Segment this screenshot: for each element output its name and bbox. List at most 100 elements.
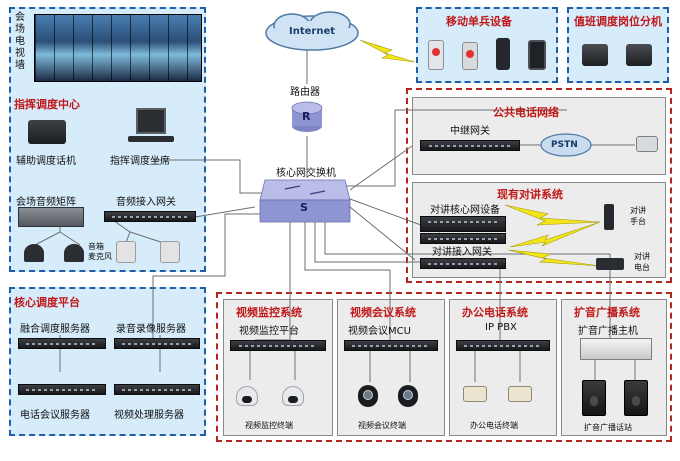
switch-console-line bbox=[153, 159, 263, 194]
switch-core-platform-line bbox=[152, 213, 263, 340]
conference-camera-icon-1 bbox=[358, 385, 378, 407]
video-surveillance-title: 视频监控系统 bbox=[236, 306, 302, 319]
switch-pstn-line bbox=[349, 145, 413, 191]
console-monitor-icon bbox=[136, 108, 166, 134]
core-platform-panel bbox=[9, 287, 206, 436]
aux-phone-label: 辅助调度话机 bbox=[16, 156, 76, 167]
core-switch-label: 核心网交换机 bbox=[276, 168, 336, 179]
office-phone-terminal-label: 办公电话终端 bbox=[470, 421, 518, 430]
console-label: 指挥调度坐席 bbox=[110, 156, 170, 167]
handheld-radio-icon bbox=[604, 204, 614, 230]
video-surveillance-platform-device bbox=[230, 340, 326, 351]
pstn-title: 公共电话网络 bbox=[493, 106, 559, 119]
phone-conference-server bbox=[18, 384, 106, 395]
smartphone-icon bbox=[528, 40, 546, 70]
audio-gateway-label: 音频接入网关 bbox=[116, 197, 176, 208]
ip-phone-icon-2 bbox=[626, 44, 652, 66]
video-conference-mcu-label: 视频会议MCU bbox=[348, 326, 411, 337]
microphone-icon-2 bbox=[64, 244, 84, 262]
broadcast-terminal-label: 扩音广播话站 bbox=[584, 423, 632, 432]
office-phone-title: 办公电话系统 bbox=[462, 306, 528, 319]
speaker-icon-2 bbox=[160, 241, 180, 263]
intercom-gateway-label: 对讲接入网关 bbox=[432, 247, 492, 258]
pstn-label: PSTN bbox=[551, 140, 578, 150]
video-conference-mcu-device bbox=[344, 340, 438, 351]
video-conference-terminal-label: 视频会议终端 bbox=[358, 421, 406, 430]
microphone-icon-1 bbox=[24, 244, 44, 262]
core-switch-icon bbox=[259, 179, 351, 223]
mobile-devices-title: 移动单兵设备 bbox=[446, 15, 512, 28]
conference-camera-icon-2 bbox=[398, 385, 418, 407]
venue-wall-label: 会 场 电 视 墙 bbox=[15, 12, 25, 71]
speaker-icon-1 bbox=[116, 241, 136, 263]
internet-label: Internet bbox=[289, 26, 336, 37]
broadcast-host-device bbox=[580, 338, 652, 360]
switch-conf-line bbox=[304, 222, 391, 340]
internet-cloud-icon bbox=[265, 11, 359, 51]
intercom-gateway-device bbox=[420, 258, 506, 269]
broadcast-host-label: 扩音广播主机 bbox=[578, 326, 638, 337]
desk-phone-icon bbox=[28, 120, 66, 144]
office-phone-icon-2 bbox=[508, 386, 532, 402]
broadcast-speaker-icon-2 bbox=[624, 380, 648, 416]
bottom-systems-frame bbox=[216, 292, 672, 442]
dome-camera-icon-2 bbox=[282, 386, 304, 406]
audio-gateway-device bbox=[104, 211, 196, 222]
intercom-core-device bbox=[420, 216, 506, 232]
server-label-1: 融合调度服务器 bbox=[20, 324, 90, 335]
router-icon bbox=[291, 101, 323, 132]
handheld-radio-label: 对讲 手台 bbox=[630, 206, 646, 226]
console-keyboard-icon bbox=[128, 136, 174, 142]
handheld-terminal-button bbox=[432, 48, 440, 56]
conf-terminal-lines bbox=[369, 350, 411, 382]
switch-audio-gateway-line bbox=[194, 206, 256, 218]
audio-matrix-device bbox=[18, 207, 84, 227]
dome-camera-icon-1 bbox=[236, 386, 258, 406]
pstn-cloud-icon bbox=[540, 133, 592, 157]
office-phone-panel bbox=[449, 299, 557, 436]
fusion-dispatch-server bbox=[18, 338, 106, 349]
video-conference-panel bbox=[337, 299, 445, 436]
router-glyph: R bbox=[302, 110, 311, 123]
radio-terminal-button bbox=[466, 50, 474, 58]
intercom-title: 现有对讲系统 bbox=[497, 188, 563, 201]
venue-video-wall bbox=[34, 14, 202, 82]
switch-broadcast-line bbox=[324, 222, 611, 340]
office-terminal-lines bbox=[474, 350, 521, 382]
right-systems-frame bbox=[406, 88, 672, 283]
intercom-core-device-2 bbox=[420, 233, 506, 244]
server-label-3: 电话会议服务器 bbox=[20, 410, 90, 421]
intercom-core-label: 对讲核心网设备 bbox=[430, 205, 500, 216]
command-center-title: 指挥调度中心 bbox=[14, 98, 80, 111]
broadcast-title: 扩音广播系统 bbox=[574, 306, 640, 319]
core-platform-title: 核心调度平台 bbox=[14, 296, 80, 309]
relay-gateway-label: 中继网关 bbox=[450, 126, 490, 137]
office-phone-icon-1 bbox=[463, 386, 487, 402]
server-label-4: 视频处理服务器 bbox=[114, 410, 184, 421]
ip-phone-icon-1 bbox=[582, 44, 608, 66]
video-surveillance-platform-label: 视频监控平台 bbox=[239, 326, 299, 337]
video-terminal-lines bbox=[249, 350, 296, 380]
video-surveillance-terminal-label: 视频监控终端 bbox=[245, 421, 293, 430]
switch-intercom-gw-line bbox=[349, 206, 416, 261]
ip-pbx-device bbox=[456, 340, 550, 351]
base-station-icon bbox=[596, 258, 624, 270]
video-surveillance-panel bbox=[223, 299, 333, 436]
switch-duty-line bbox=[347, 109, 567, 187]
broadcast-speaker-icon-1 bbox=[582, 380, 606, 416]
broadcast-terminal-lines bbox=[594, 360, 636, 380]
server-label-2: 录音录像服务器 bbox=[116, 324, 186, 335]
switch-pbx-line bbox=[314, 222, 501, 340]
duty-post-title: 值班调度岗位分机 bbox=[574, 15, 662, 28]
switch-glyph: S bbox=[300, 201, 308, 214]
mic-label: 音箱 麦克风 bbox=[88, 242, 112, 261]
base-station-label: 对讲 电台 bbox=[634, 252, 650, 272]
video-conference-title: 视频会议系统 bbox=[350, 306, 416, 319]
relay-gateway-device bbox=[420, 140, 520, 151]
broadcast-panel bbox=[561, 299, 667, 436]
ip-pbx-label: IP PBX bbox=[485, 322, 517, 333]
walkie-talkie-icon bbox=[496, 38, 510, 70]
recording-server bbox=[114, 338, 200, 349]
